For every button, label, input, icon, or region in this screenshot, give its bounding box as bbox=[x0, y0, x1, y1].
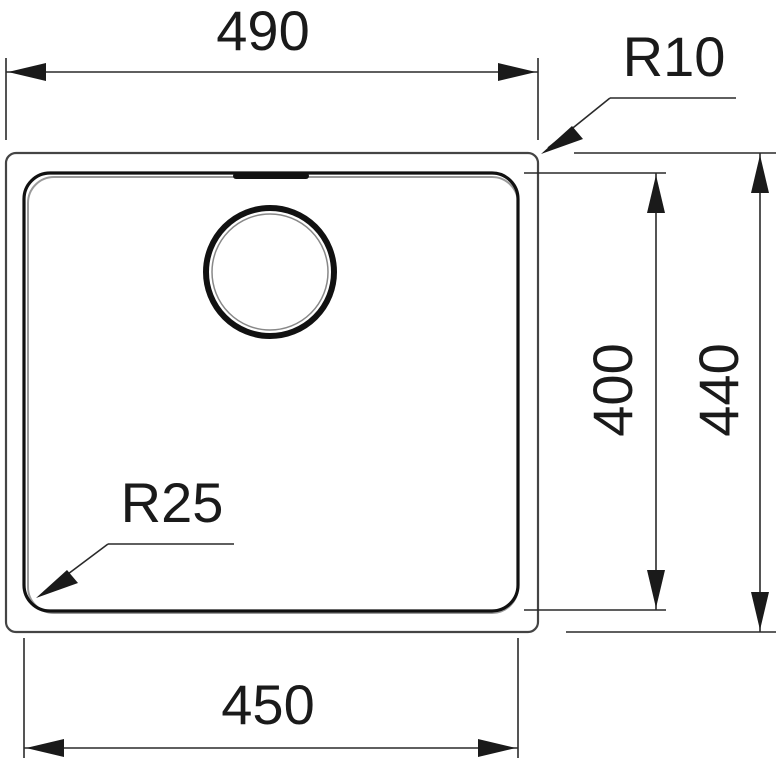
drain-circle bbox=[203, 205, 337, 339]
dim-490-arrow-left bbox=[8, 63, 46, 81]
dim-490-label: 490 bbox=[216, 0, 309, 62]
dim-440-label: 440 bbox=[687, 343, 750, 436]
dim-450-label: 450 bbox=[221, 673, 314, 736]
dim-450-arrow-left bbox=[26, 739, 64, 757]
r10-leader-arrow bbox=[541, 126, 583, 154]
dim-400-arrow-top bbox=[647, 175, 665, 213]
r25-label: R25 bbox=[121, 471, 224, 534]
bowl-inner-outline-shadow bbox=[27, 176, 519, 614]
r25-leader-arrow bbox=[36, 570, 78, 598]
dim-440-arrow-top bbox=[751, 155, 769, 193]
dim-490-arrow-right bbox=[498, 63, 536, 81]
dim-400-arrow-bottom bbox=[647, 570, 665, 608]
dim-440-arrow-bottom bbox=[751, 592, 769, 630]
dim-450-arrow-right bbox=[478, 739, 516, 757]
sink-outer-outline bbox=[4, 151, 540, 634]
drain-circle-inner-shadow bbox=[211, 213, 329, 331]
dim-400-label: 400 bbox=[581, 343, 644, 436]
bowl-inner-outline bbox=[22, 171, 520, 613]
r10-label: R10 bbox=[623, 25, 726, 88]
